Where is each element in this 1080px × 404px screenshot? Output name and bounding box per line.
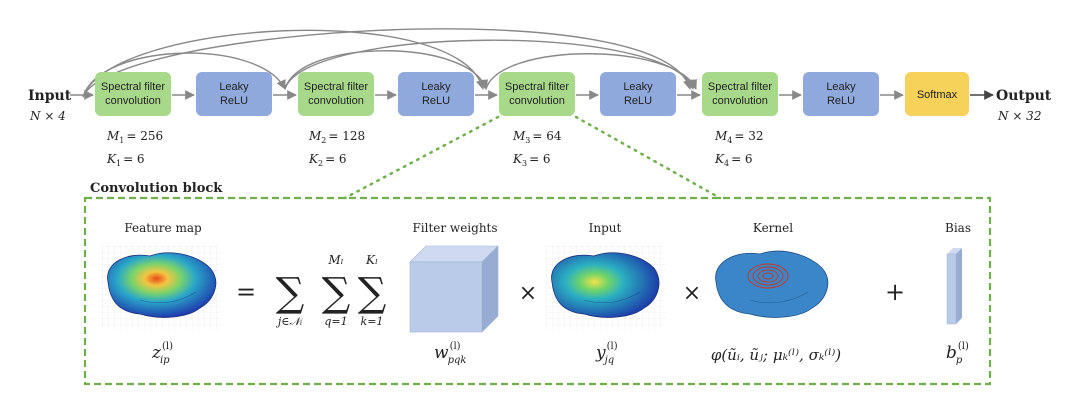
spectral-conv-block-4: Spectral filter convolution xyxy=(702,72,778,116)
bias-header: Bias xyxy=(945,221,971,235)
leaky-label-line2: ReLU xyxy=(220,95,248,107)
output-label: Output xyxy=(996,88,1052,104)
svg-text:M1= 256: M1= 256 xyxy=(106,129,163,145)
svg-text:K2= 6: K2= 6 xyxy=(308,152,347,168)
svg-text:K4= 6: K4= 6 xyxy=(714,152,753,168)
bias-bar xyxy=(946,248,962,325)
spectral-label-line2: convolution xyxy=(712,95,768,107)
svg-text:M2= 128: M2= 128 xyxy=(308,129,365,145)
times-sign: × xyxy=(683,281,701,306)
svg-text:∑: ∑ xyxy=(358,270,387,316)
filter-weights-cube xyxy=(409,245,499,333)
kernel-formula: φ(ũᵢ, ũⱼ; μₖ⁽ˡ⁾, σₖ⁽ˡ⁾) xyxy=(711,346,841,364)
z-formula: z(l)ip xyxy=(151,341,173,366)
spectral-conv-block-1: Spectral filter convolution xyxy=(95,72,171,116)
leaky-relu-block-3: Leaky ReLU xyxy=(600,72,676,116)
svg-text:j∈𝒩ᵢ: j∈𝒩ᵢ xyxy=(275,315,304,328)
w-formula: w(l)pqk xyxy=(434,341,466,366)
spectral-label-line2: convolution xyxy=(105,95,161,107)
summation-2: Mₗ ∑ q=1 xyxy=(322,253,351,328)
spectral-label-line2: convolution xyxy=(509,95,565,107)
y-formula: y(l)jq xyxy=(595,341,618,366)
svg-text:M3= 64: M3= 64 xyxy=(512,129,562,145)
output-dim: N × 32 xyxy=(997,109,1041,123)
svg-text:k=1: k=1 xyxy=(361,315,384,328)
times-sign: × xyxy=(519,281,537,306)
layer-params-2: M2= 128 K2= 6 xyxy=(308,129,365,168)
spectral-label-line1: Spectral filter xyxy=(505,81,570,93)
feature-map-header: Feature map xyxy=(124,221,202,235)
leaky-label-line2: ReLU xyxy=(624,95,652,107)
svg-text:∑: ∑ xyxy=(276,270,305,316)
leaky-relu-block-1: Leaky ReLU xyxy=(196,72,272,116)
svg-text:K3= 6: K3= 6 xyxy=(512,152,551,168)
spectral-label-line1: Spectral filter xyxy=(304,81,369,93)
feature-map-brain-image xyxy=(100,244,220,330)
layer-params-3: M3= 64 K3= 6 xyxy=(512,129,562,168)
convolution-block-title: Convolution block xyxy=(90,181,223,196)
leaky-label-line1: Leaky xyxy=(421,81,451,93)
svg-text:K1= 6: K1= 6 xyxy=(106,152,145,168)
softmax-label: Softmax xyxy=(917,89,958,101)
spectral-conv-block-2: Spectral filter convolution xyxy=(298,72,374,116)
leaky-label-line1: Leaky xyxy=(826,81,856,93)
leaky-label-line1: Leaky xyxy=(623,81,653,93)
layer-params-4: M4= 32 K4= 6 xyxy=(714,129,764,168)
plus-sign: + xyxy=(885,278,905,306)
skip-arc xyxy=(82,28,693,98)
input-label: Input xyxy=(28,88,72,104)
softmax-block: Softmax xyxy=(905,72,969,116)
equals-sign: = xyxy=(236,278,256,306)
leaky-relu-block-4: Leaky ReLU xyxy=(803,72,879,116)
summation-1: ∑ j∈𝒩ᵢ xyxy=(275,270,305,328)
leaky-label-line1: Leaky xyxy=(219,81,249,93)
leaky-label-line2: ReLU xyxy=(827,95,855,107)
zoom-indicator xyxy=(343,115,722,200)
spectral-label-line1: Spectral filter xyxy=(101,81,166,93)
leaky-label-line2: ReLU xyxy=(422,95,450,107)
convolution-block-frame xyxy=(83,196,992,386)
svg-text:∑: ∑ xyxy=(322,270,351,316)
spectral-label-line2: convolution xyxy=(308,95,364,107)
summation-3: Kₗ ∑ k=1 xyxy=(358,253,387,328)
kernel-header: Kernel xyxy=(753,221,793,235)
input-header: Input xyxy=(589,221,622,235)
input-brain-image xyxy=(546,244,666,330)
b-formula: b(l)p xyxy=(946,341,969,366)
svg-text:M4= 32: M4= 32 xyxy=(714,129,764,145)
svg-text:q=1: q=1 xyxy=(324,315,347,328)
filter-weights-header: Filter weights xyxy=(412,221,497,235)
svg-text:Mₗ: Mₗ xyxy=(327,253,343,267)
leaky-relu-block-2: Leaky ReLU xyxy=(398,72,474,116)
svg-text:Kₗ: Kₗ xyxy=(365,253,378,267)
layer-params-1: M1= 256 K1= 6 xyxy=(106,129,163,168)
spectral-label-line1: Spectral filter xyxy=(708,81,773,93)
kernel-brain-image xyxy=(715,250,829,318)
input-dim: N × 4 xyxy=(29,109,66,123)
spectral-conv-block-3: Spectral filter convolution xyxy=(499,72,575,116)
skip-arc xyxy=(485,53,697,90)
skip-arc xyxy=(284,50,489,90)
